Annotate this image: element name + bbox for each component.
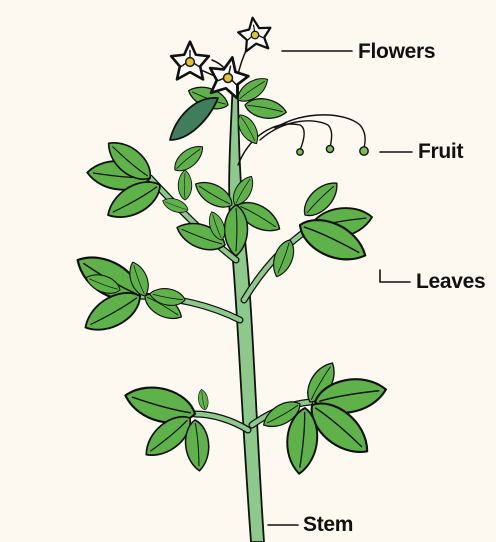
- leaves-label: Leaves: [416, 271, 485, 292]
- fruit-label: Fruit: [418, 141, 463, 162]
- leaves: [70, 73, 389, 475]
- leaves-leader-line: [380, 270, 410, 282]
- stem-label: Stem: [303, 514, 353, 535]
- flowers-label: Flowers: [358, 41, 435, 62]
